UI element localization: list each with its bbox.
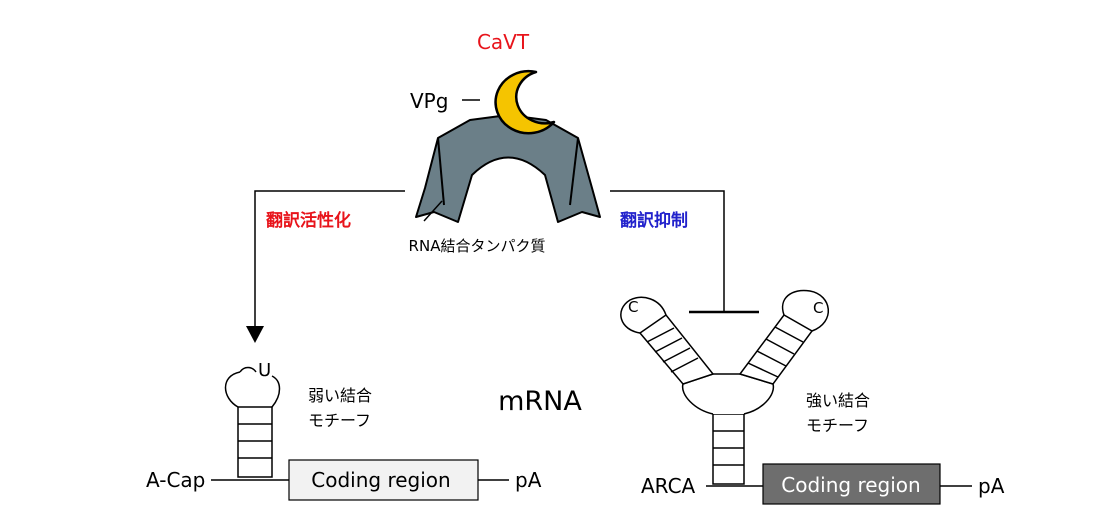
right-y-structure <box>621 290 828 484</box>
right-cap-label: ARCA <box>641 474 696 498</box>
right-loop-base-label-1: C <box>628 298 638 316</box>
vpg-shape <box>496 71 554 133</box>
mrna-label: mRNA <box>498 386 582 417</box>
protein-body <box>416 115 600 222</box>
vpg-crescent <box>496 71 554 133</box>
right-main-stem <box>713 414 744 484</box>
activation-arrowhead <box>246 326 264 343</box>
right-mrna <box>621 290 972 504</box>
strong-motif-line2: モチーフ <box>806 416 869 435</box>
cavt-label: CaVT <box>477 30 530 54</box>
weak-motif-line2: モチーフ <box>308 411 371 430</box>
strong-motif-line1: 強い結合 <box>806 391 870 410</box>
left-loop-base-label: U <box>258 360 271 381</box>
left-pa-label: pA <box>515 468 542 492</box>
weak-motif-line1: 弱い結合 <box>308 386 372 405</box>
right-right-arm-outline <box>740 315 812 384</box>
activation-label: 翻訳活性化 <box>266 210 351 231</box>
rbp-label: RNA結合タンパク質 <box>409 237 546 255</box>
left-stem-loop <box>226 368 280 478</box>
left-stem <box>238 407 272 477</box>
repression-line <box>610 191 724 312</box>
repression-pathway <box>610 191 759 312</box>
left-coding-label: Coding region <box>311 468 450 492</box>
right-loop-base-label-2: C <box>813 299 823 317</box>
left-loop <box>226 372 280 407</box>
left-cap-label: A-Cap <box>146 468 205 492</box>
right-left-arm-outline <box>640 315 713 384</box>
right-coding-label: Coding region <box>781 473 920 497</box>
vpg-label: VPg <box>410 89 448 113</box>
rna-binding-protein <box>416 115 600 222</box>
right-pa-label: pA <box>978 474 1005 498</box>
repression-label: 翻訳抑制 <box>620 210 688 231</box>
left-loop-curl <box>240 368 256 373</box>
